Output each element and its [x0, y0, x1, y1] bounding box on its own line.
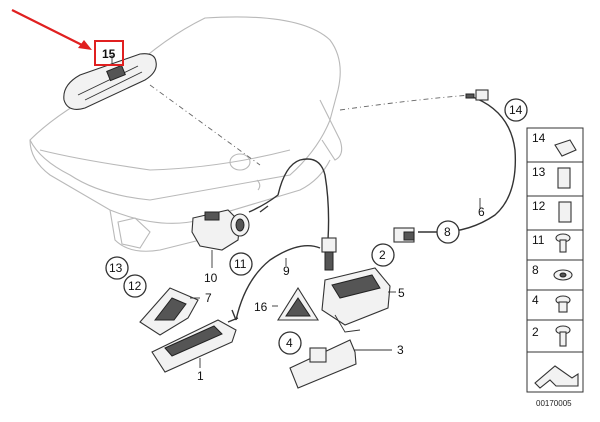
- fastener-legend: 14 13 12 11 8 4 2: [526, 127, 584, 393]
- callout-12: 12: [128, 279, 142, 293]
- part-7-bezel: [139, 287, 200, 336]
- callout-ring-4: [278, 331, 302, 355]
- highlight-box: [94, 40, 124, 66]
- callout-13: 13: [109, 261, 123, 275]
- callout-ring-12: [123, 274, 147, 298]
- highlight-arrow: [11, 9, 92, 50]
- legend-2-bolt-icon: [555, 325, 571, 347]
- callout-ring-14: [504, 98, 528, 122]
- part-16-warning-triangle: [272, 286, 319, 321]
- legend-4-nut-icon: [555, 295, 571, 313]
- callout-15: 15: [102, 47, 116, 61]
- callout-8: 8: [444, 225, 451, 239]
- callout-6: 6: [478, 205, 485, 219]
- callout-ring-13: [105, 256, 129, 280]
- part-10-actuator: [191, 209, 250, 268]
- trunk-lid-outline: [29, 16, 343, 252]
- legend-12: 12: [532, 199, 546, 213]
- callout-16: 16: [254, 300, 268, 314]
- legend-8-grommet-icon: [553, 269, 573, 281]
- callout-ring-2: [371, 243, 395, 267]
- cable-end-connector: [393, 227, 415, 243]
- callout-7: 7: [205, 291, 212, 305]
- cable-upper-b: [259, 205, 269, 213]
- callout-14: 14: [509, 103, 523, 117]
- legend-13: 13: [532, 165, 546, 179]
- part-3-striker: [289, 339, 392, 389]
- callout-2: 2: [379, 248, 386, 262]
- part-15-handle-strip: [63, 53, 157, 110]
- part-9-cable: [235, 245, 321, 321]
- callout-ring-11: [229, 252, 253, 276]
- callout-10: 10: [204, 271, 218, 285]
- callout-ring-8: [436, 220, 460, 244]
- assembly-line-cable: [339, 94, 471, 111]
- callout-1: 1: [197, 369, 204, 383]
- part-9-cable-end: [227, 309, 239, 323]
- legend-seal-icon: [534, 365, 579, 389]
- callout-5: 5: [398, 286, 405, 300]
- legend-11: 11: [532, 233, 545, 247]
- part-5-lock: [321, 267, 396, 333]
- legend-8: 8: [532, 263, 539, 277]
- legend-14: 14: [532, 131, 546, 145]
- legend-14-clip-icon: [554, 139, 577, 157]
- cable-connector: [321, 237, 337, 271]
- diagram-id: 00170005: [536, 399, 572, 408]
- cable-upper: [248, 158, 330, 241]
- part-14-cable-clip: [465, 89, 489, 101]
- legend-11-screw-icon: [555, 233, 571, 253]
- callout-9: 9: [283, 264, 290, 278]
- legend-12-clip-icon: [558, 201, 572, 223]
- legend-4: 4: [532, 293, 539, 307]
- part-6-bowden-cable: [418, 95, 517, 233]
- assembly-line: [149, 84, 261, 166]
- part-1-handle: [151, 319, 237, 373]
- callout-3: 3: [397, 343, 404, 357]
- legend-2: 2: [532, 325, 539, 339]
- callout-4: 4: [286, 336, 293, 350]
- callout-11: 11: [234, 257, 247, 271]
- legend-13-clip-icon: [557, 167, 571, 189]
